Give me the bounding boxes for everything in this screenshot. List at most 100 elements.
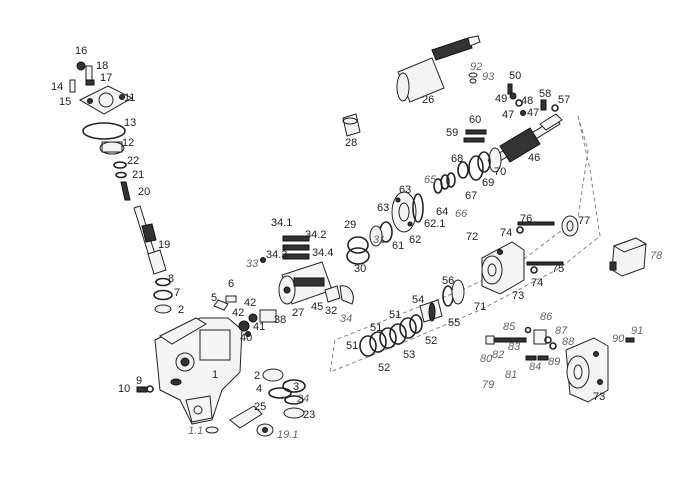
callout-c34-3: 34.3: [266, 249, 287, 261]
cap-1-1: [205, 426, 219, 434]
ring-70: [477, 151, 491, 173]
callout-c73b: 73: [593, 391, 605, 403]
callout-c6: 6: [228, 278, 234, 290]
callout-c30: 30: [354, 263, 366, 275]
seal-31: [369, 225, 383, 247]
callout-c76: 76: [520, 213, 532, 225]
block-45: [324, 285, 341, 303]
callout-c32: 32: [325, 305, 337, 317]
callout-c18: 18: [96, 60, 108, 72]
callout-c46: 46: [528, 152, 540, 164]
callout-c68: 68: [451, 153, 463, 165]
callout-c77: 77: [578, 215, 590, 227]
callout-c34-1: 34.1: [271, 217, 292, 229]
callout-c1-1: 1.1: [188, 425, 203, 437]
bushing-28: [342, 113, 361, 137]
ring-30: [346, 247, 370, 265]
callout-c42b: 42: [232, 307, 244, 319]
cylinder-head-73-lower: [565, 337, 609, 403]
nut-49: [509, 92, 517, 100]
callout-c34: 34: [340, 313, 352, 325]
ring-4: [268, 387, 292, 399]
ring-51-b: [389, 323, 407, 345]
callout-c84: 84: [529, 361, 541, 373]
callout-c24: 24: [296, 393, 309, 405]
valve-plate-62: [391, 191, 424, 233]
spring-80: [485, 335, 495, 345]
callout-c52a: 52: [425, 335, 437, 347]
rod-34-2: [282, 244, 310, 251]
nut-23: [283, 407, 305, 419]
ring-21: [115, 171, 127, 179]
callout-c92: 92: [470, 61, 482, 73]
callout-c31: 31: [373, 234, 385, 246]
callout-c27: 27: [292, 307, 304, 319]
callout-c49: 49: [495, 93, 507, 105]
valve-shaft-46: [487, 113, 563, 173]
screw-10: [136, 386, 148, 393]
ring-62-1: [412, 193, 424, 223]
plug-84: [525, 355, 537, 361]
screw-90: [625, 337, 635, 343]
callout-c70: 70: [494, 166, 506, 178]
callout-c85: 85: [503, 321, 516, 333]
worm-shaft-19: [133, 205, 167, 275]
callout-c58: 58: [539, 88, 551, 100]
callout-c93: 93: [482, 71, 495, 83]
ring-93: [469, 78, 477, 84]
ring-69: [468, 155, 484, 181]
callout-c14: 14: [51, 81, 63, 93]
callout-c54: 54: [412, 294, 424, 306]
bolt-75: [526, 261, 564, 266]
ring-67: [446, 172, 456, 188]
callout-c78: 78: [650, 250, 663, 262]
callout-c25: 25: [254, 401, 266, 413]
ball-47: [520, 110, 526, 116]
callout-c13: 13: [124, 117, 136, 129]
callout-c90: 90: [612, 333, 625, 345]
ring-22: [113, 161, 127, 169]
callout-c56: 56: [442, 275, 454, 287]
ring-88: [549, 342, 557, 350]
valve-86: [533, 329, 547, 345]
callout-c79: 79: [482, 379, 494, 391]
nut-42: [238, 320, 250, 332]
screw-50: [507, 83, 513, 95]
callout-c47a: 47: [502, 109, 514, 121]
pin-59: [463, 137, 485, 143]
washer-41: [245, 331, 251, 337]
callout-c15: 15: [59, 96, 71, 108]
ring-56: [442, 285, 454, 307]
plug-6: [225, 295, 237, 303]
pin-60: [465, 129, 487, 135]
callout-c12: 12: [122, 137, 134, 149]
callout-c21: 21: [132, 169, 144, 181]
callout-c63b: 63: [377, 202, 389, 214]
ring-29: [347, 236, 369, 254]
washer-74-upper: [516, 226, 524, 234]
callout-c1: 1: [212, 369, 218, 381]
callout-c75: 75: [552, 263, 564, 275]
callout-c3: 3: [293, 381, 299, 393]
callout-c11: 11: [124, 92, 135, 104]
ring-51-c: [359, 335, 377, 357]
callout-c2b: 2: [254, 370, 260, 382]
cover-assembly: [69, 61, 134, 201]
callout-c87: 87: [555, 325, 568, 337]
ring-32: [339, 285, 354, 305]
ring-71: [451, 279, 465, 305]
callout-c7: 7: [174, 287, 180, 299]
callout-c4: 4: [256, 383, 262, 395]
callout-c82: 82: [492, 349, 504, 361]
callout-c59: 59: [446, 127, 458, 139]
ring-51-a: [369, 331, 387, 353]
callout-c40: 40: [240, 332, 252, 344]
callout-c52b: 52: [378, 362, 390, 374]
ring-92: [468, 72, 478, 78]
valve-housing-26: [396, 35, 481, 103]
callout-c55: 55: [448, 317, 460, 329]
callout-c73a: 73: [512, 290, 524, 302]
callout-c50: 50: [509, 70, 521, 82]
callout-c83: 83: [508, 341, 521, 353]
